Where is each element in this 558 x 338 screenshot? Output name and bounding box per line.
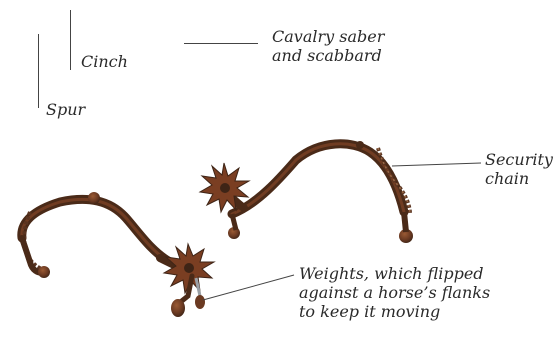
chain-leader-line: [392, 163, 481, 166]
weights-leader-line: [203, 275, 294, 300]
right-spur: [200, 141, 413, 243]
left-spur: [22, 192, 214, 317]
